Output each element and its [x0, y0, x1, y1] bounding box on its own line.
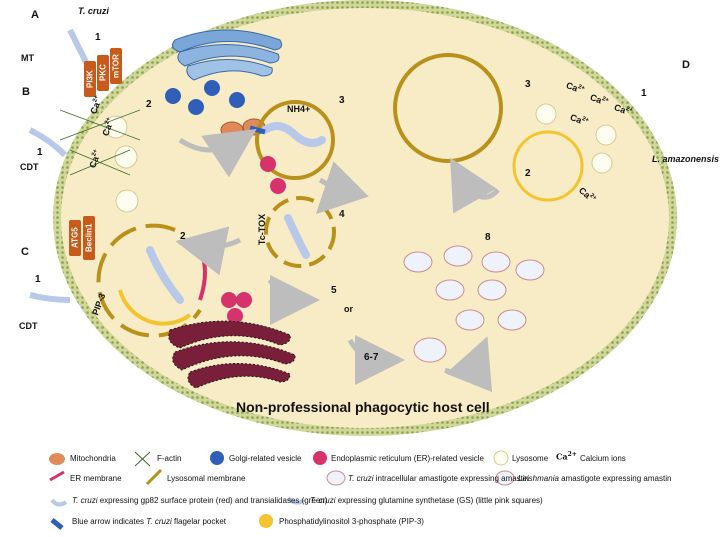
- step-b1: 1: [37, 147, 43, 158]
- golgi-vesicle: [188, 99, 204, 115]
- lysosome: [114, 145, 138, 169]
- f-actin: [59, 109, 141, 176]
- lysosome: [115, 189, 139, 213]
- flagellar-pocket-arrow: [249, 125, 266, 135]
- legend-amastigote-lm-icon: [495, 470, 515, 486]
- legend-gs: T. cruzi expressing glutamine synthetase…: [310, 496, 543, 505]
- host-cell-title: Non-professional phagocytic host cell: [236, 399, 490, 415]
- step-2-mid: 2: [180, 231, 186, 242]
- lysosome: [591, 152, 613, 174]
- panel-label-d: D: [682, 59, 690, 71]
- legend-er-membrane: ER membrane: [70, 474, 122, 483]
- er-vesicle: [260, 156, 276, 172]
- legend-mitochondria: Mitochondria: [70, 454, 116, 463]
- legend-golgi-icon: [210, 451, 224, 465]
- step-8: 8: [485, 232, 491, 243]
- step-2-right: 2: [525, 168, 531, 179]
- legend-gp82-icon: [50, 498, 68, 507]
- kinase-pkc: PKC: [97, 55, 109, 91]
- golgi-vesicle: [165, 88, 181, 104]
- legend-graphics: [49, 450, 515, 530]
- er-vesicle: [270, 178, 286, 194]
- nh4-label: NH4+: [287, 104, 311, 114]
- legend-f-actin: F-actin: [157, 454, 182, 463]
- legend-er-vesicle: Endoplasmic reticulum (ER)-related vesic…: [331, 454, 484, 463]
- step-d1: 1: [641, 88, 647, 99]
- step-5: 5: [331, 285, 337, 296]
- step-c1: 1: [35, 274, 41, 285]
- panel-label-b: B: [22, 86, 30, 98]
- kinase-mtor: mTOR: [110, 48, 122, 84]
- t-cruzi-label: T. cruzi: [78, 6, 109, 16]
- legend-mito-icon: [49, 453, 65, 465]
- step-6-7: 6-7: [364, 352, 379, 363]
- step-4: 4: [339, 209, 345, 220]
- er-vesicle: [221, 292, 237, 308]
- kinase-pi3k: PI3K: [84, 61, 96, 97]
- golgi-vesicle: [204, 80, 220, 96]
- vacuole-pip3: [512, 130, 584, 202]
- legend-pip3-icon: [259, 514, 273, 528]
- cdt-label-c: CDT: [19, 321, 38, 331]
- er-vesicle: [236, 292, 252, 308]
- lysosome: [535, 103, 557, 125]
- golgi-vesicle: [229, 92, 245, 108]
- disrupting-vacuole: [264, 196, 336, 268]
- panel-label-a: A: [31, 9, 39, 21]
- cdt-label-b: CDT: [20, 162, 39, 172]
- parasite: [28, 127, 68, 158]
- autophagy-pip3: [118, 289, 192, 326]
- golgi-apparatus: [171, 29, 283, 81]
- legend-lysosome-icon: [493, 450, 509, 466]
- legend-lysosome: Lysosome: [512, 454, 549, 463]
- endoplasmic-reticulum: [168, 320, 296, 389]
- host-cell-cytoplasm: [61, 8, 669, 428]
- legend-er-vesicle-icon: [313, 451, 327, 465]
- amastigote-cluster: [403, 245, 545, 363]
- mt-label: MT: [21, 53, 34, 63]
- legend-factin-icon: [134, 451, 151, 467]
- legend-pip3: Phosphatidylinositol 3-phosphate (PIP-3): [279, 517, 424, 526]
- legend-lysosomal-membrane: Lysosomal membrane: [167, 474, 246, 483]
- legend-blue-arrow-icon: [50, 518, 64, 530]
- lysosome: [595, 124, 617, 146]
- legend-amastigote-tc-icon: [326, 470, 346, 486]
- kinase-atg5: ATG5: [69, 220, 81, 256]
- legend-golgi: Golgi-related vesicle: [229, 454, 302, 463]
- parasite: [146, 246, 184, 304]
- parasite: [29, 292, 71, 303]
- legend-calcium-symbol: Ca2+: [556, 451, 577, 462]
- panel-label-c: C: [21, 246, 29, 258]
- legend-blue-arrow: Blue arrow indicates T. cruzi flagelar p…: [72, 517, 227, 526]
- step-2-top: 2: [146, 99, 152, 110]
- vacuole-large: [393, 53, 503, 163]
- parasite: [261, 122, 326, 148]
- legend-amastigote-tc: T. cruzi intracellular amastigote expres…: [348, 474, 530, 483]
- process-arrows: [175, 128, 500, 393]
- parasite: [284, 214, 310, 259]
- step-a1: 1: [95, 32, 101, 43]
- step-3-left: 3: [339, 95, 345, 106]
- legend-gs-icon: [286, 496, 306, 505]
- er-vesicle: [227, 308, 243, 324]
- l-amazonensis-label: L. amazonensis: [652, 154, 720, 164]
- kinase-beclin1: Beclin1: [83, 216, 95, 260]
- legend-calcium-ions: Calcium ions: [580, 454, 626, 463]
- legend-er-membrane-icon: [49, 470, 65, 482]
- legend-lysosomal-membrane-icon: [145, 468, 163, 486]
- tc-tox-label: Tc-TOX: [257, 213, 268, 246]
- legend-gp82: T. cruzi expressing gp82 surface protein…: [72, 496, 328, 505]
- step-3-right: 3: [525, 79, 531, 90]
- legend-amastigote-lm: Leishmania amastigote expressing amastin: [518, 474, 672, 483]
- parasitophorous-vacuole: [255, 100, 335, 180]
- mitochondrion: [220, 121, 244, 139]
- or-label: or: [344, 304, 353, 314]
